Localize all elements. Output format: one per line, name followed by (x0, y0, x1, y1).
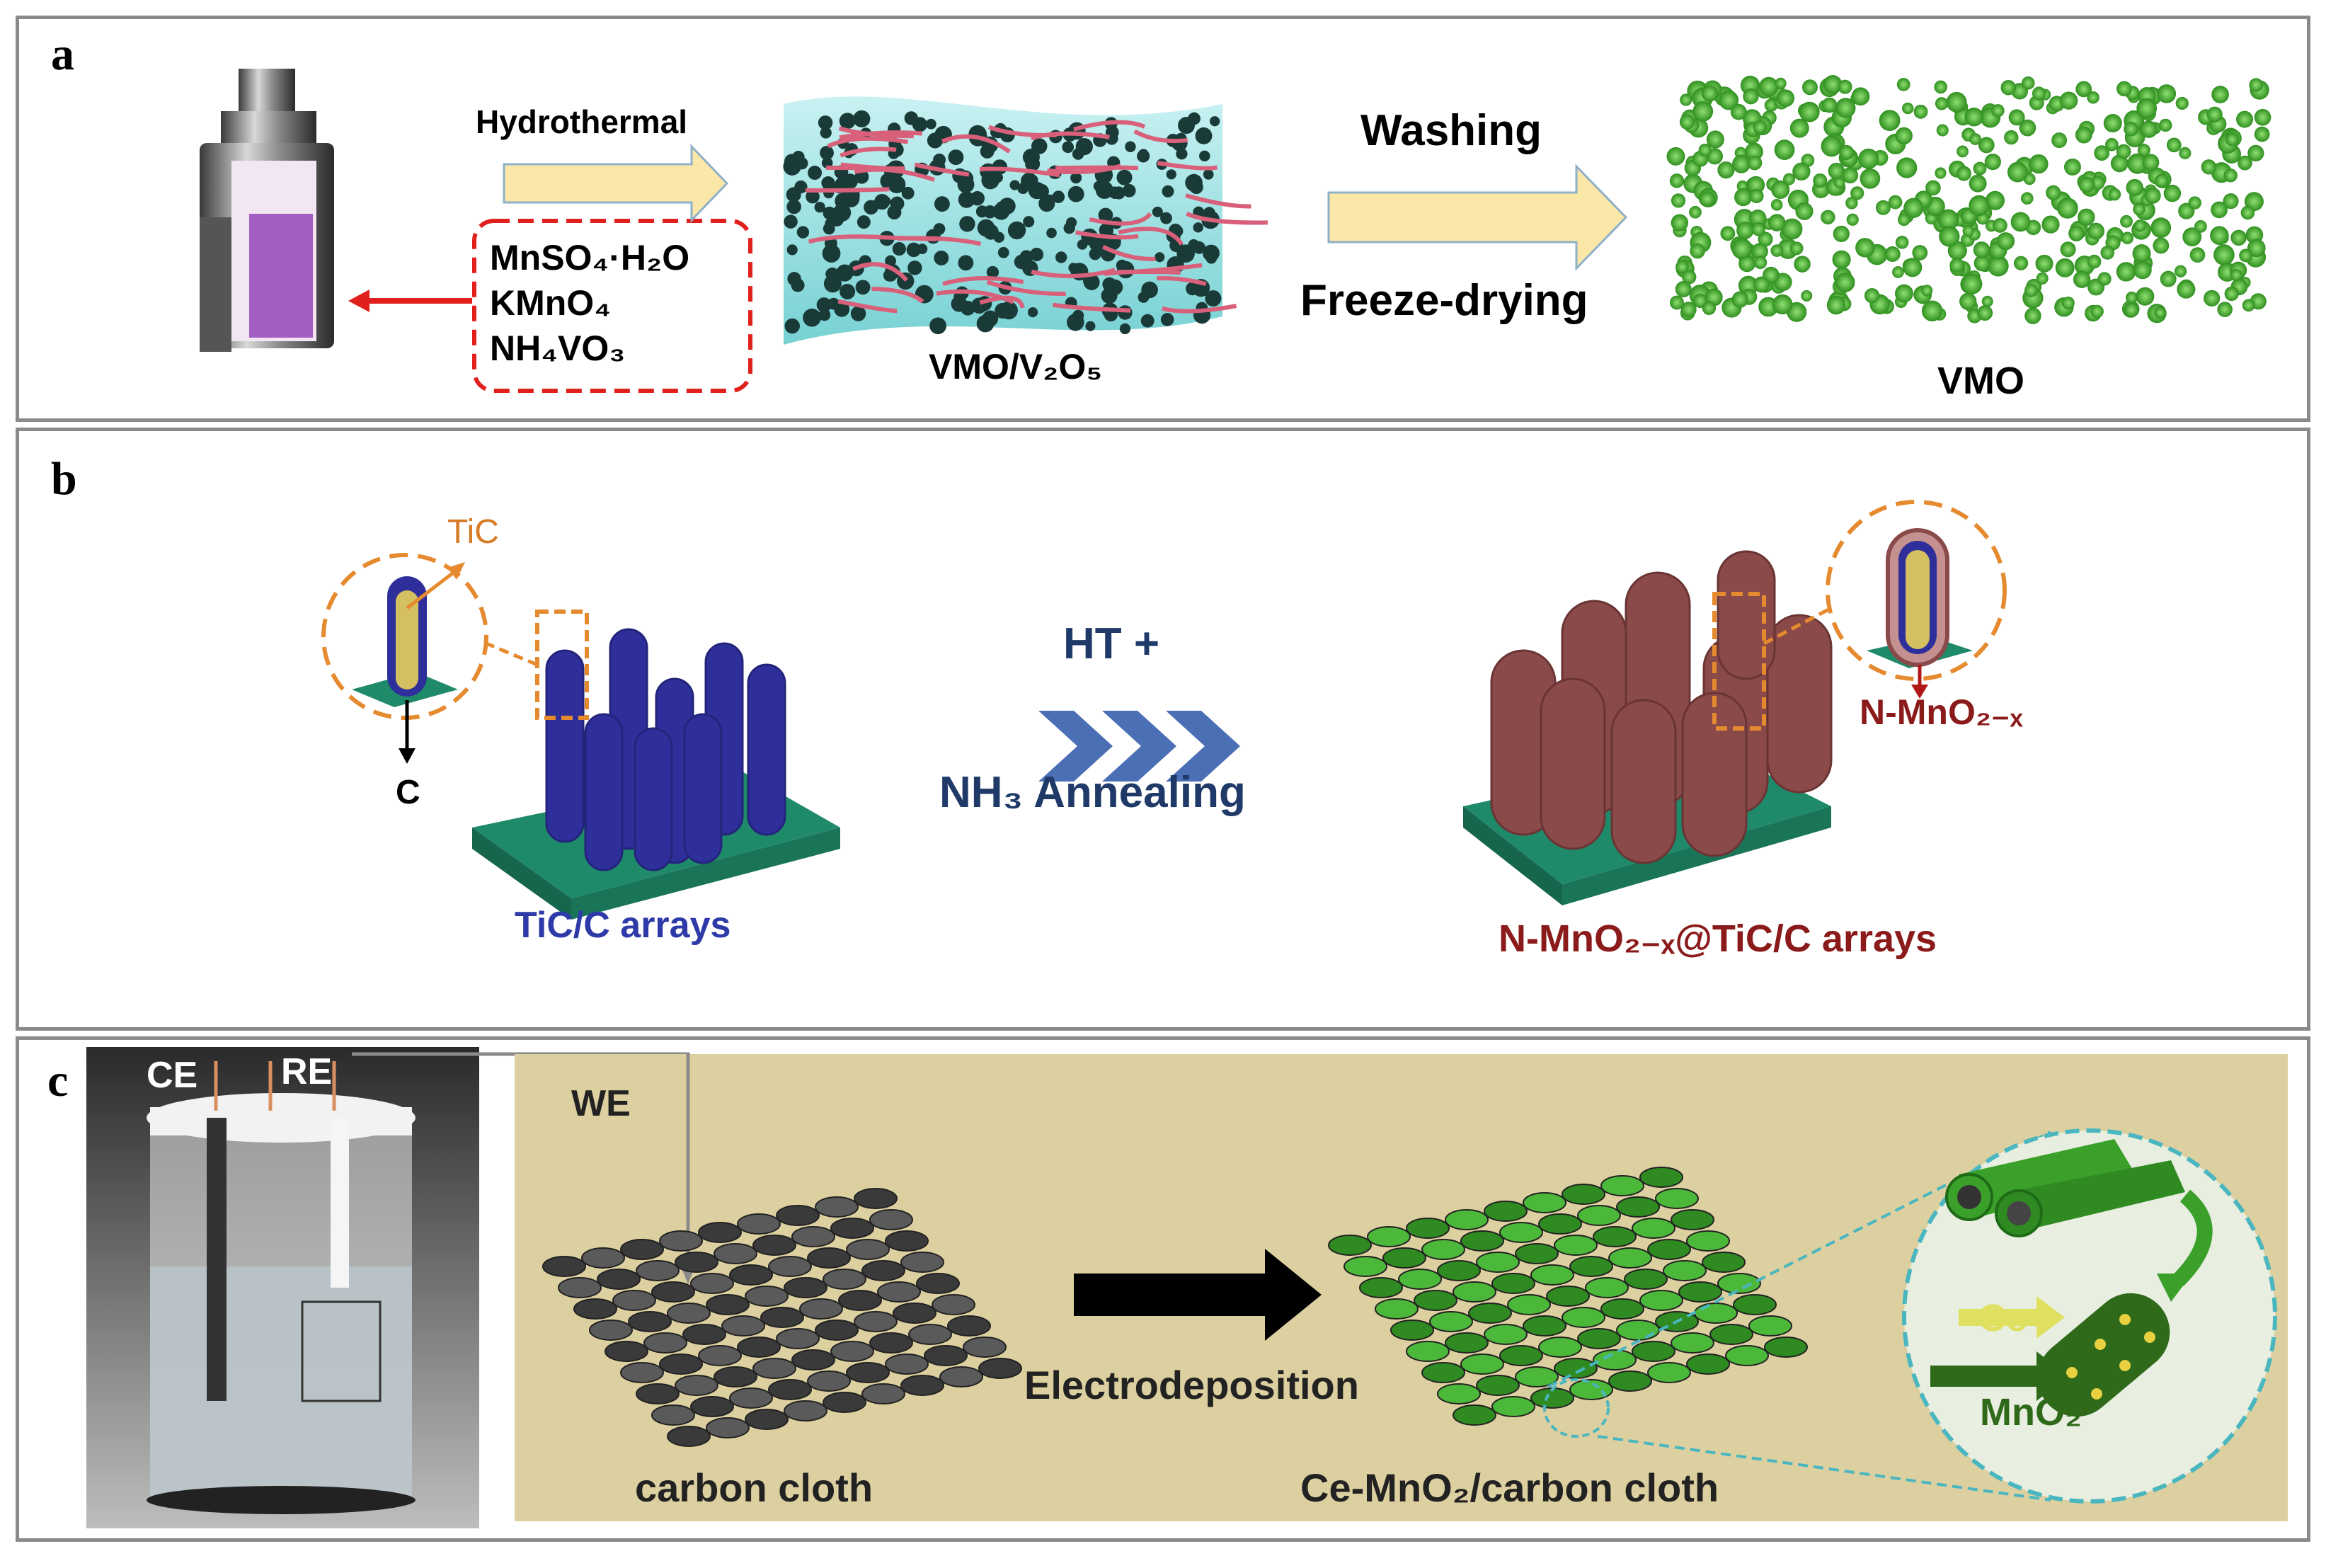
process-chevrons (1038, 711, 1240, 782)
precursor-3: NH₄VO₃ (490, 328, 626, 368)
carbon-cloth-weave (542, 1188, 1022, 1447)
nh3-annealing-label: NH₃ Annealing (939, 768, 1246, 817)
autoclave-illustration (200, 69, 334, 352)
n-mno2-arrays-label: N-MnO₂₋ₓ@TiC/C arrays (1499, 917, 1937, 960)
vmo-particles (1666, 75, 2271, 324)
we-electrode-label: WE (571, 1083, 631, 1124)
panel-b-graphics (321, 500, 2007, 920)
precursor-box (472, 219, 752, 393)
ce-mno2-cloth-weave (1328, 1167, 1808, 1426)
intermediate-label: VMO/V₂O₅ (929, 347, 1103, 387)
ce-mno2-cloth-label: Ce-MnO₂/carbon cloth (1300, 1465, 1719, 1510)
ce-electrode-label: CE (147, 1055, 198, 1096)
electrochemical-cell (86, 1047, 479, 1528)
ht-label: HT + (1063, 619, 1160, 668)
mno2-coating-label: MnO₂ (1980, 1391, 2082, 1433)
zoom-circle-right (1826, 500, 2007, 681)
carbon-cloth-label: carbon cloth (635, 1465, 873, 1510)
vmo-v2o5-sheet (783, 96, 1268, 345)
freeze-drying-label: Freeze-drying (1300, 276, 1588, 325)
tic-label: TiC (447, 513, 499, 551)
washing-arrow (1327, 164, 1628, 271)
tic-rods (545, 628, 786, 871)
electrodeposition-arrow (1074, 1249, 1322, 1341)
panel-label-b: b (51, 453, 77, 505)
panel-a-graphics (200, 69, 2271, 393)
panel-c-graphics (86, 1047, 2288, 1528)
panel-a: a Hydrothermal MnSO₄·H₂O KMnO₄ NH₄VO₃ VM… (16, 16, 2310, 422)
selection-box-right (1712, 592, 1766, 731)
c-label: C (396, 774, 420, 811)
zoom-circle-left (321, 553, 488, 720)
product-vmo-label: VMO (1937, 360, 2025, 402)
hydrothermal-arrow (503, 144, 729, 223)
tic-c-arrays-label: TiC/C arrays (515, 905, 731, 946)
mno2-rods (1490, 550, 1833, 864)
hydrothermal-label: Hydrothermal (476, 103, 688, 140)
mno2-arrow (1930, 1351, 2068, 1401)
panel-b: b TiC C TiC/C arrays HT + NH₃ Annealing … (16, 428, 2310, 1031)
coated-fiber-detail (1945, 1139, 2213, 1417)
electrodeposition-label: Electrodeposition (1024, 1363, 1359, 1407)
precursor-2: KMnO₄ (490, 283, 612, 323)
ce-dopant-label: Ce (1978, 1297, 2028, 1339)
panel-label-c: c (47, 1055, 69, 1106)
n-mno2-label: N-MnO₂₋ₓ (1860, 692, 2023, 732)
ce-arrow (1959, 1296, 2065, 1339)
washing-label: Washing (1360, 106, 1542, 155)
panel-c: c CE RE WE carbon cloth Electrodepositio… (16, 1036, 2310, 1542)
panel-label-a: a (51, 28, 74, 80)
re-electrode-label: RE (281, 1051, 333, 1092)
precursor-1: MnSO₄·H₂O (490, 238, 690, 277)
